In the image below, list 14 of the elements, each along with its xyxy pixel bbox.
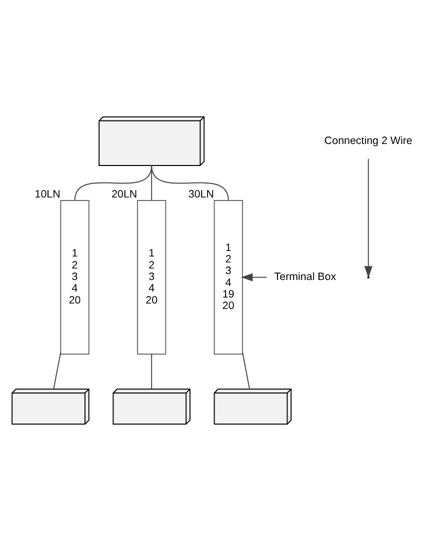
node-box: 1 2 3 4 20 bbox=[60, 200, 90, 354]
connector bbox=[53, 351, 62, 390]
node-box: 1 2 3 4 20 bbox=[137, 200, 166, 354]
arrow bbox=[364, 158, 372, 278]
arrow bbox=[241, 272, 268, 281]
node-label: 20LN bbox=[112, 188, 138, 200]
node-label: 30LN bbox=[188, 188, 214, 200]
node-text: Connecting 2 Wire bbox=[324, 134, 412, 146]
node-box: 1 2 3 4 19 20 bbox=[214, 200, 243, 354]
connector bbox=[242, 351, 250, 390]
node-text: Terminal Box bbox=[274, 270, 336, 283]
connector bbox=[151, 353, 152, 389]
connector bbox=[151, 164, 229, 200]
node-label: 10LN bbox=[34, 188, 60, 200]
